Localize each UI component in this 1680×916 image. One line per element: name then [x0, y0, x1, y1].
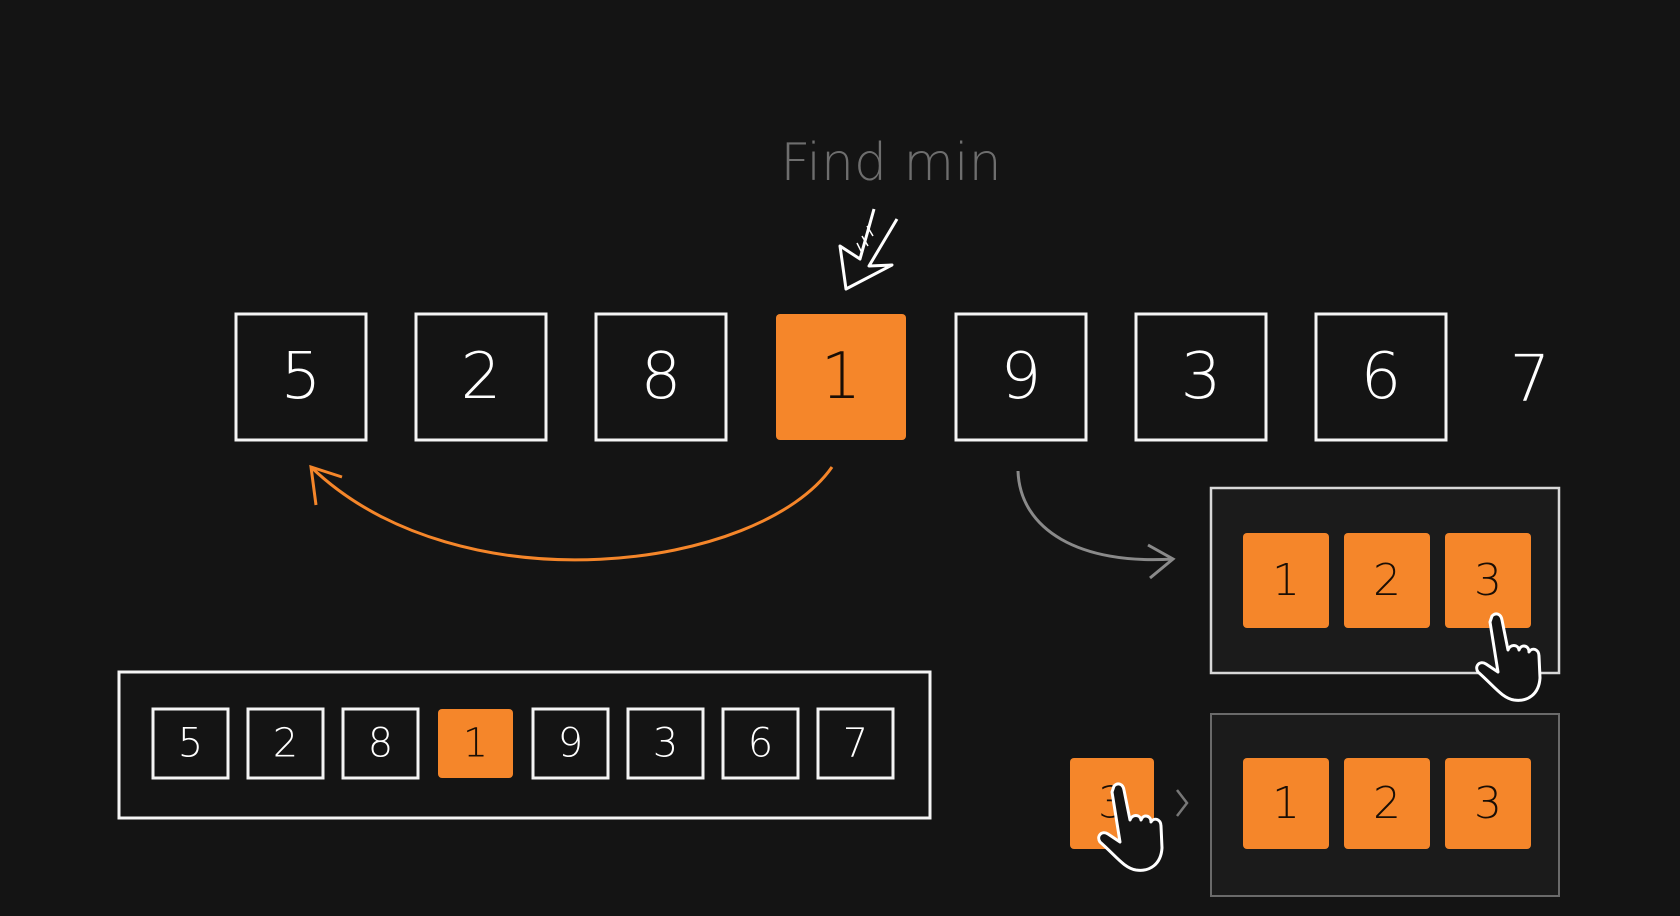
- array-cell[interactable]: 3: [1134, 312, 1268, 442]
- mini-array-cell[interactable]: 3: [626, 707, 705, 780]
- sorted-bottom-cell[interactable]: 2: [1344, 758, 1430, 849]
- mini-array-cell-value: 3: [653, 721, 678, 767]
- sorted-panel-bottom-cells: 1 2 3: [1243, 758, 1531, 849]
- main-array-row: 5 2 8 1 9 3 6: [234, 312, 1448, 442]
- hand-pointer-icon: [1475, 612, 1542, 702]
- mini-array-cell[interactable]: 9: [531, 707, 610, 780]
- sorted-top-cell[interactable]: 2: [1344, 533, 1430, 628]
- mini-array-cell[interactable]: 2: [246, 707, 325, 780]
- sorted-bottom-cell-value: 2: [1373, 778, 1401, 829]
- array-cell-value: 1: [821, 340, 862, 414]
- find-min-label: Find min: [780, 133, 1001, 193]
- mini-array-cell-value: 2: [273, 721, 298, 767]
- mini-array-cell-value: 8: [368, 721, 393, 767]
- mini-array-row: 5 2 8 1 9 3 6 7: [151, 707, 895, 780]
- mini-array-cell-value: 5: [178, 721, 203, 767]
- array-cell[interactable]: 2: [414, 312, 548, 442]
- mini-array-container: [117, 670, 932, 820]
- mini-array-cell[interactable]: 1: [438, 709, 513, 778]
- sorted-bottom-cell[interactable]: 1: [1243, 758, 1329, 849]
- sorted-top-cell-value: 1: [1272, 555, 1300, 606]
- sorted-bottom-cell-value: 1: [1272, 778, 1300, 829]
- mini-array-cell-value: 6: [748, 721, 773, 767]
- array-cell[interactable]: 1: [776, 314, 906, 440]
- mini-array-cell-value: 9: [558, 721, 583, 767]
- array-cell-value: 5: [281, 340, 322, 414]
- sorted-top-cell-value: 3: [1474, 555, 1502, 606]
- chevron-right-icon: [1176, 789, 1189, 817]
- array-cell-value: 3: [1181, 340, 1222, 414]
- mini-array-cell-value: 7: [843, 721, 868, 767]
- sorted-panel-top-cells: 1 2 3: [1243, 533, 1531, 628]
- array-cell-value: 2: [461, 340, 502, 414]
- sorted-bottom-cell-value: 3: [1474, 778, 1502, 829]
- sorted-top-cell-value: 2: [1373, 555, 1401, 606]
- array-cell[interactable]: 9: [954, 312, 1088, 442]
- array-cell[interactable]: 8: [594, 312, 728, 442]
- mini-array-cell-value: 1: [463, 721, 488, 767]
- array-cell[interactable]: 6: [1314, 312, 1448, 442]
- mini-array-cell[interactable]: 6: [721, 707, 800, 780]
- array-cell-value: 9: [1001, 340, 1042, 414]
- sorted-top-cell[interactable]: 1: [1243, 533, 1329, 628]
- move-arrowhead: [1147, 543, 1176, 580]
- move-arrow-icon: [1016, 470, 1174, 562]
- mini-array-cell[interactable]: 5: [151, 707, 230, 780]
- hand-drawn-arrow-icon: [838, 208, 899, 291]
- mini-array-cell[interactable]: 8: [341, 707, 420, 780]
- array-cell-trailing: 7: [1510, 343, 1551, 417]
- array-cell[interactable]: 5: [234, 312, 368, 442]
- swap-arrowhead: [309, 464, 343, 506]
- array-cell-value: 6: [1361, 340, 1402, 414]
- sorted-top-cell[interactable]: 3: [1445, 533, 1531, 628]
- array-cell-value: 8: [641, 340, 682, 414]
- mini-array-cell[interactable]: 7: [816, 707, 895, 780]
- sorted-bottom-cell[interactable]: 3: [1445, 758, 1531, 849]
- hand-pointer-icon: [1097, 782, 1164, 872]
- swap-arrow-icon: [309, 465, 834, 562]
